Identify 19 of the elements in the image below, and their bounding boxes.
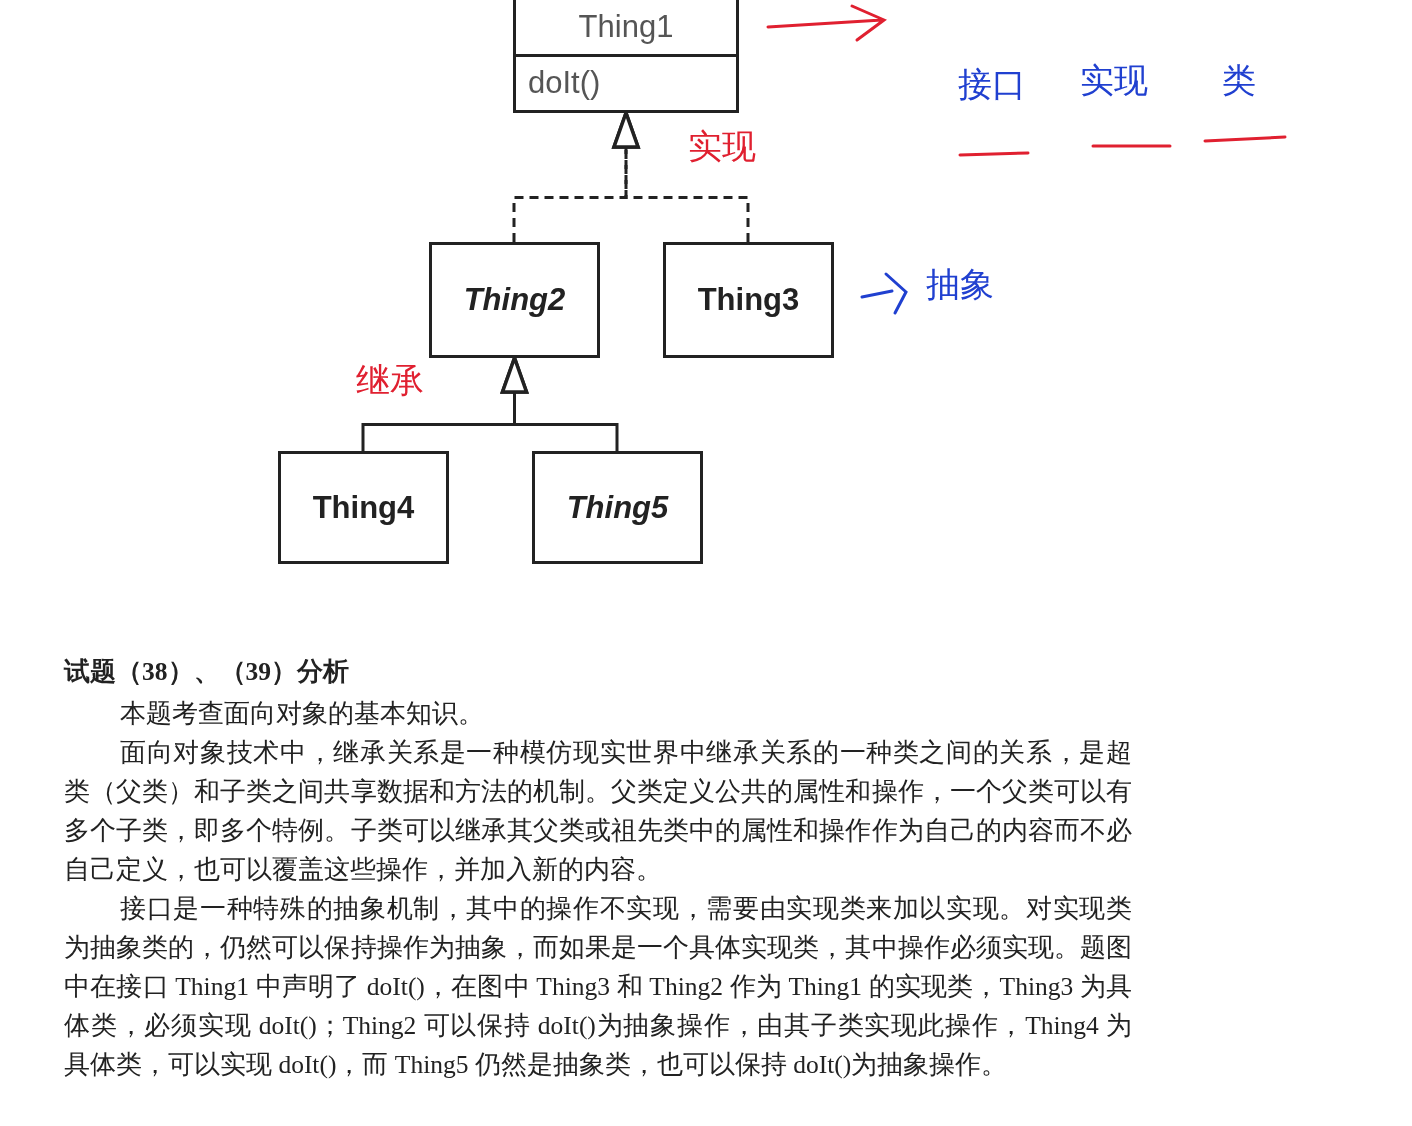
- handwritten-note: 实现: [688, 125, 756, 168]
- handwritten-note: 抽象: [926, 263, 994, 306]
- inheritance-arrow: [500, 356, 619, 451]
- method-name: doIt(): [516, 53, 736, 110]
- realization-arrow: [612, 111, 750, 242]
- handwritten-note: 接口: [958, 63, 1026, 106]
- class-box: Thing3: [663, 242, 834, 358]
- class-box: [513, 0, 739, 113]
- class-box: Thing4: [278, 451, 449, 564]
- section-heading: 试题（38）、（39）分析: [64, 656, 349, 688]
- handwritten-note: 继承: [356, 359, 424, 402]
- class-box: Thing5: [532, 451, 703, 564]
- handwritten-note: 类: [1222, 59, 1256, 102]
- handwritten-note: 实现: [1080, 59, 1148, 102]
- paragraph: 面向对象技术中，继承关系是一种模仿现实世界中继承关系的一种类之间的关系，是超类（父类）和子类之间共享数据和方法的机制。父类定义公共的属性和操作，一个父类可以有多个子类，即多个特例。子类可以继承其父类或祖先类中的属性和操作作为自己的内容而不必自己定义，也可以覆盖这些操作，并加入新的内容。: [64, 737, 1132, 886]
- class-box: Thing2: [429, 242, 600, 358]
- class-name: Thing1: [577, 7, 675, 46]
- paragraph: 接口是一种特殊的抽象机制，其中的操作不实现，需要由实现类来加以实现。对实现类为抽象类的，仍然可以保持操作为抽象，而如果是一个具体实现类，其中操作必须实现。题图中在接口 Thing1 中声明了 doIt()，在图中 Thing3 和 Thing2 作为 Thing1 的实现类，Thing3 为具体类，必须实现 doIt()；Thing2 可以保持 doIt()为抽象操作，由其子类实现此操作，Thing4 为具体类，可以实现 doIt()，而 Thing5 仍然是抽象类，也可以保持 doIt()为抽象操作。: [64, 893, 1132, 1081]
- paragraph: 本题考查面向对象的基本知识。: [119, 698, 486, 730]
